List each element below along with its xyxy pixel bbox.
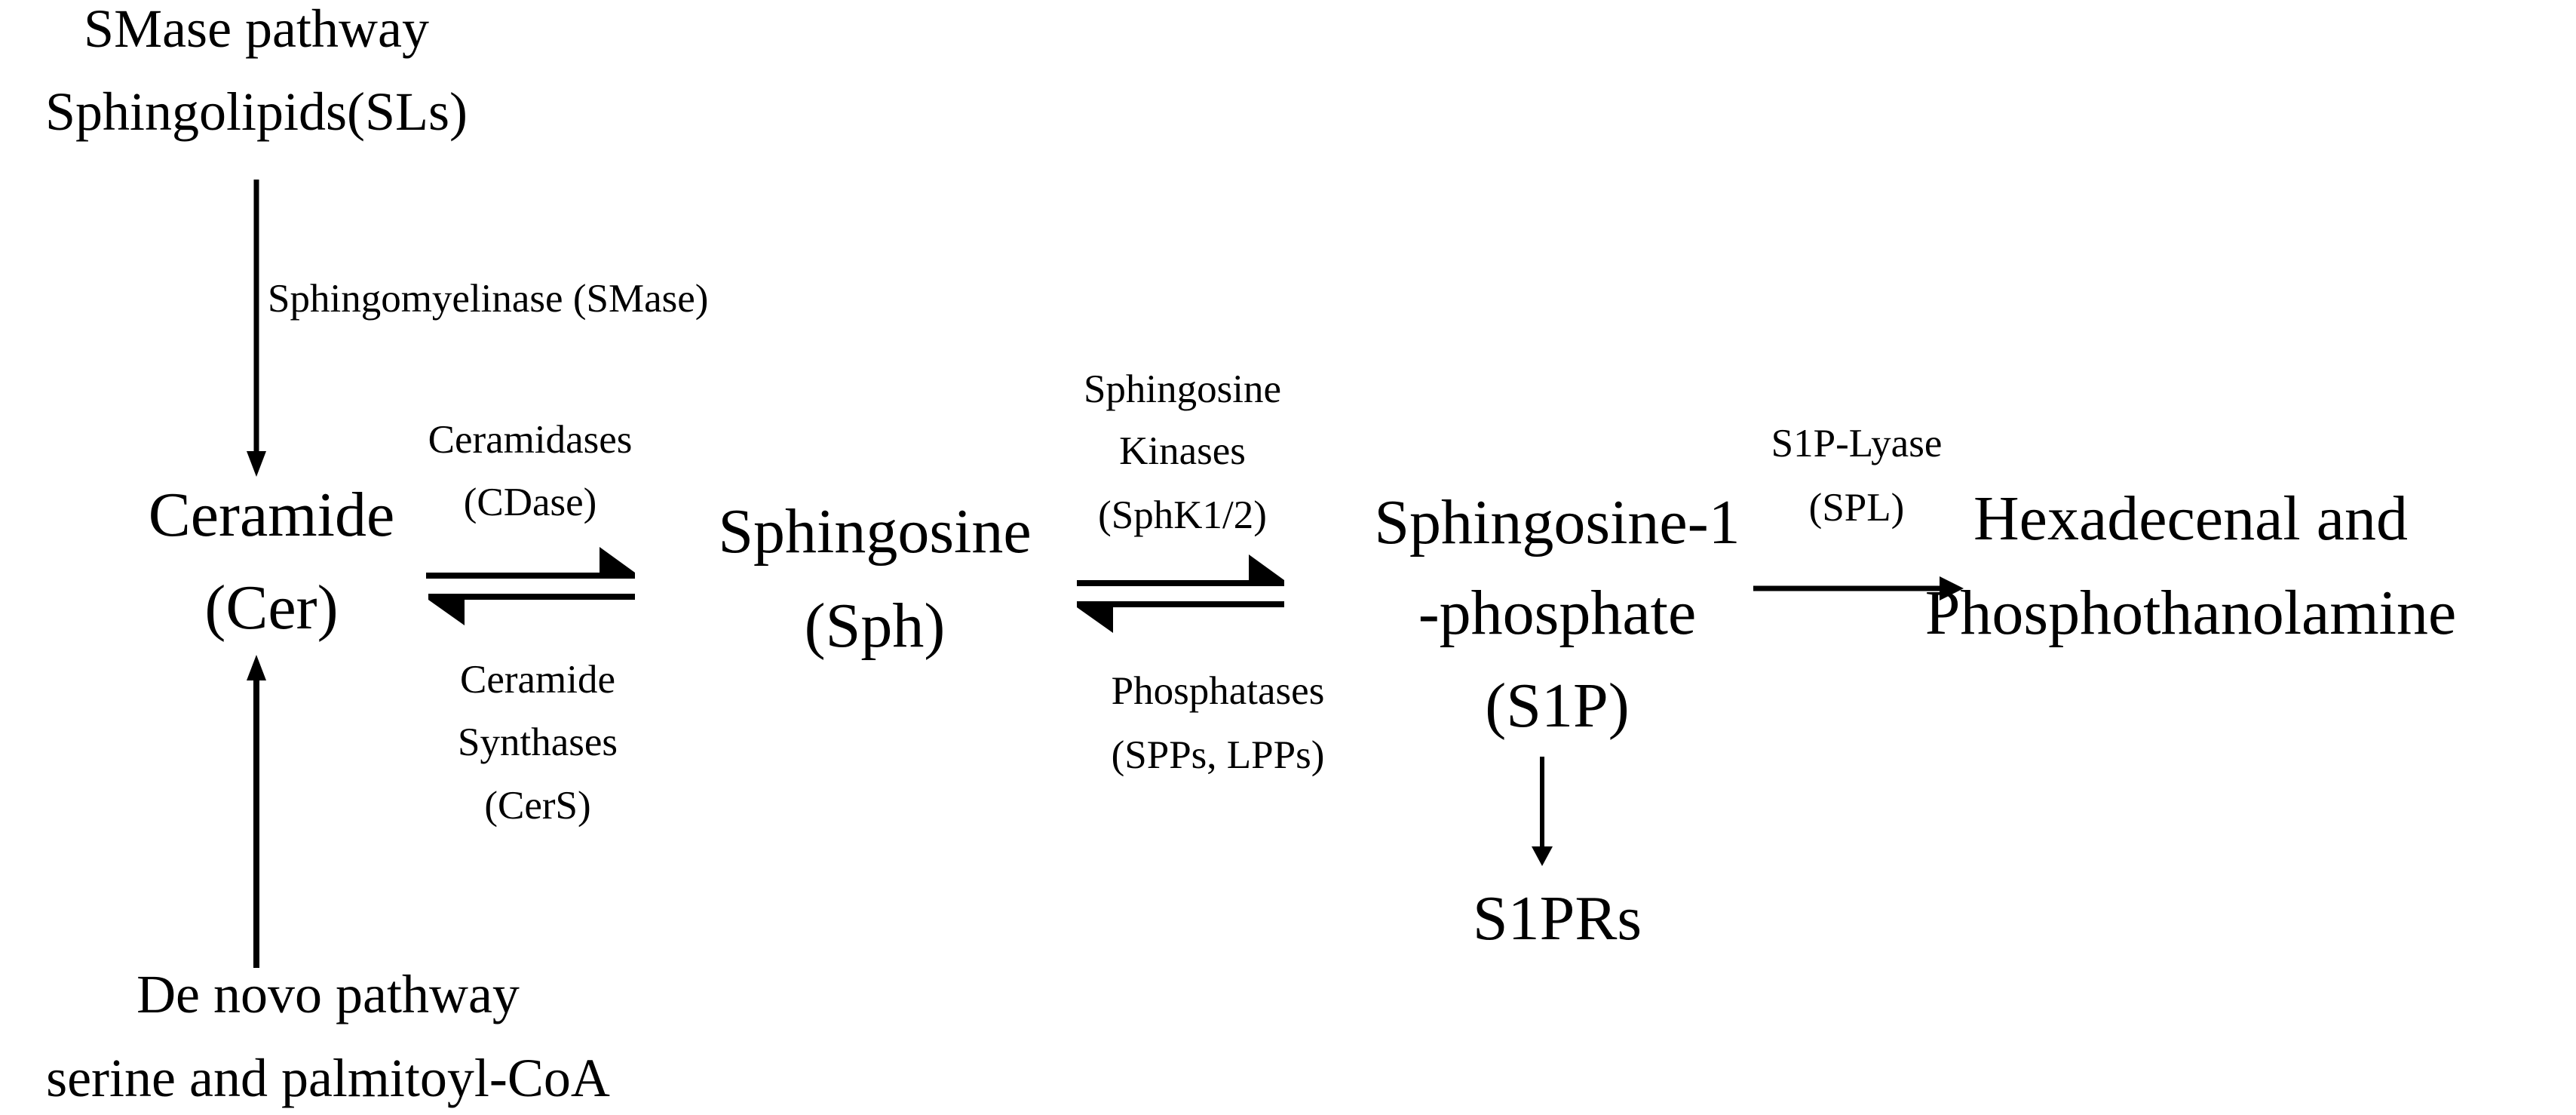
ceramide-synthases-line-2: Synthases [458,720,618,764]
arrow-s1p-to-s1prs [1532,757,1553,866]
enzyme-phosphatases: Phosphatases (SPPs, LPPs) [1112,669,1325,777]
enzyme-ceramide-synthases: Ceramide Synthases (CerS) [458,658,618,828]
sphingosine-line-2: (Sph) [805,591,946,661]
arrow-smase-to-ceramide [247,180,266,477]
node-ceramide: Ceramide (Cer) [149,480,395,643]
sphingosine-kinases-line-2: Kinases [1119,429,1246,473]
smase-pathway-line-1: SMase pathway [84,0,429,59]
node-smase-pathway: SMase pathway Sphingolipids(SLs) [45,0,468,142]
ceramide-synthases-line-1: Ceramide [460,658,615,702]
sphingosine-kinases-line-3: (SphK1/2) [1098,493,1267,537]
smase-pathway-line-2: Sphingolipids(SLs) [45,81,468,142]
ceramidases-line-1: Ceramidases [428,418,633,462]
products-line-2: Phosphothanolamine [1925,578,2457,648]
arrow-sphingosine-s1p-equilibrium [1077,554,1284,633]
arrow-denovo-to-ceramide [247,655,266,968]
s1p-lyase-line-1: S1P-Lyase [1771,422,1943,465]
enzyme-ceramidases: Ceramidases (CDase) [428,418,633,524]
enzyme-sphingosine-kinases: Sphingosine Kinases (SphK1/2) [1084,367,1281,537]
node-sphingosine: Sphingosine (Sph) [718,496,1031,661]
ceramide-line-2: (Cer) [204,573,338,643]
ceramide-line-1: Ceramide [149,480,395,550]
node-s1p: Sphingosine-1 -phosphate (S1P) [1374,487,1740,741]
node-s1prs: S1PRs [1473,883,1642,954]
enzyme-s1p-lyase: S1P-Lyase (SPL) [1771,422,1943,530]
ceramidases-line-2: (CDase) [464,481,597,524]
arrow-s1p-to-products [1753,576,1964,601]
node-de-novo: De novo pathway serine and palmitoyl-CoA [46,964,610,1108]
node-products: Hexadecenal and Phosphothanolamine [1925,484,2457,648]
enzyme-smase: Sphingomyelinase (SMase) [268,277,708,321]
sphingosine-kinases-line-1: Sphingosine [1084,367,1281,411]
ceramide-synthases-line-3: (CerS) [484,784,590,828]
s1p-line-3: (S1P) [1485,671,1629,741]
products-line-1: Hexadecenal and [1973,484,2408,554]
sphingosine-line-1: Sphingosine [718,496,1031,567]
s1p-lyase-line-2: (SPL) [1809,486,1905,530]
arrow-ceramide-sphingosine-equilibrium [426,547,635,625]
phosphatases-line-1: Phosphatases [1112,669,1325,713]
s1p-line-1: Sphingosine-1 [1374,487,1740,558]
de-novo-line-2: serine and palmitoyl-CoA [46,1048,610,1108]
de-novo-line-1: De novo pathway [136,964,520,1024]
s1p-line-2: -phosphate [1418,578,1697,648]
phosphatases-line-2: (SPPs, LPPs) [1112,733,1325,777]
